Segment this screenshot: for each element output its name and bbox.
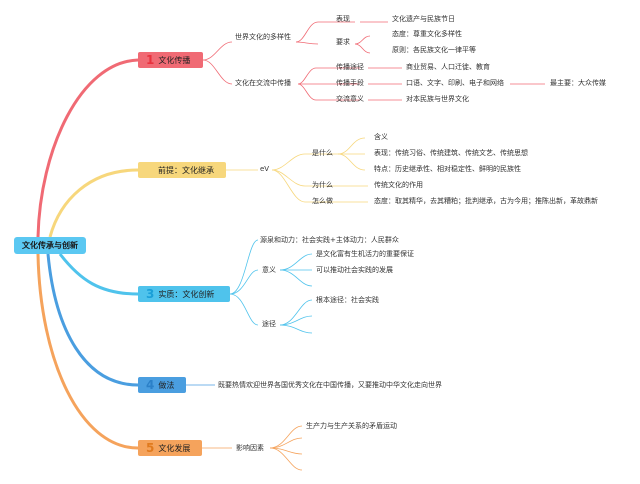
culture-spread-exchange: 文化在交流中传播 bbox=[235, 79, 291, 87]
branch3-label: 实质：文化创新 bbox=[158, 289, 215, 299]
yiyi3-b: 可以推动社会实践的发展 bbox=[316, 266, 393, 274]
yuanquan-text: 源泉和动力：社会实践+主体动力：人民群众 bbox=[260, 236, 399, 244]
link-root-branch2 bbox=[48, 168, 139, 238]
branch5-links bbox=[202, 425, 303, 471]
shenme-label: 是什么 bbox=[312, 149, 333, 157]
branch5-label: 文化发展 bbox=[158, 443, 191, 453]
yaoqiu-yuanze: 原则：各民族文化一律平等 bbox=[392, 46, 476, 54]
link-root-branch4 bbox=[46, 253, 139, 387]
biaoxian-text: 文化遗产与民族节日 bbox=[392, 15, 455, 23]
shenme-tedian: 特点：历史继承性、相对稳定性、鲜明的民族性 bbox=[374, 165, 521, 173]
yaoqiu-label: 要求 bbox=[336, 38, 350, 46]
root-label: 文化传承与创新 bbox=[22, 241, 78, 250]
root-node[interactable]: 文化传承与创新 bbox=[14, 237, 86, 254]
link-root-branch5 bbox=[36, 253, 139, 450]
branch4-number: 4 bbox=[146, 378, 155, 392]
tujing-label: 传播途径 bbox=[336, 63, 364, 71]
zenmeban-text: 态度：取其精华，去其糟粕；批判继承，古为今用；推陈出新，革故鼎新 bbox=[374, 197, 598, 205]
yiyi-label: 交流意义 bbox=[336, 95, 364, 103]
branch1-links bbox=[202, 21, 545, 101]
branch4-label: 做法 bbox=[158, 380, 175, 390]
yinsu-label: 影响因素 bbox=[236, 444, 264, 452]
zenmeban-label: 怎么做 bbox=[312, 197, 333, 205]
branch4-node[interactable]: 4 做法 bbox=[138, 377, 186, 393]
branch5-number: 5 bbox=[146, 441, 155, 455]
yiyi3-a: 是文化富有生机活力的重要保证 bbox=[316, 250, 414, 258]
branch1-number: 1 bbox=[146, 53, 155, 67]
yiyi-text: 对本民族与世界文化 bbox=[406, 95, 469, 103]
shenme-biaoxian: 表现：传统习俗、传统建筑、传统文艺、传统思想 bbox=[374, 149, 528, 157]
branch2-links bbox=[226, 137, 368, 203]
link-root-branch3 bbox=[58, 253, 139, 296]
branch2-mid: eV bbox=[260, 165, 270, 173]
yaoqiu-taidu: 态度：尊重文化多样性 bbox=[392, 30, 462, 38]
shouduan-text: 口语、文字、印刷、电子和网络 bbox=[406, 79, 504, 87]
weishenme-text: 传统文化的作用 bbox=[374, 181, 423, 189]
branch3-links bbox=[229, 239, 313, 334]
world-culture-diversity: 世界文化的多样性 bbox=[235, 33, 291, 41]
branch4-text: 既要热情欢迎世界各国优秀文化在中国传播，又要推动中华文化走向世界 bbox=[218, 381, 442, 389]
shouduan-label: 传播手段 bbox=[336, 79, 364, 87]
weishenme-label: 为什么 bbox=[312, 181, 333, 189]
tujing-text: 商业贸易、人口迁徙、教育 bbox=[406, 63, 490, 71]
branch1-node[interactable]: 1 文化传播 bbox=[138, 52, 203, 68]
branch1-label: 文化传播 bbox=[158, 55, 191, 65]
branch5-node[interactable]: 5 文化发展 bbox=[138, 440, 202, 456]
branch3-number: 3 bbox=[146, 287, 155, 301]
tujing3-a: 根本途径：社会实践 bbox=[316, 296, 379, 304]
link-root-branch1 bbox=[36, 58, 139, 238]
branch2-node[interactable]: 前提：文化继承 bbox=[138, 162, 226, 178]
branch2-label: 前提：文化继承 bbox=[158, 165, 214, 175]
branch3-node[interactable]: 3 实质：文化创新 bbox=[138, 286, 230, 302]
shenme-hanyi: 含义 bbox=[374, 133, 388, 141]
yinsu-a: 生产力与生产关系的矛盾运动 bbox=[306, 422, 397, 430]
biaoxian-label: 表现 bbox=[336, 15, 350, 23]
shouduan-main: 最主要：大众传媒 bbox=[550, 79, 606, 87]
yiyi3-label: 意义 bbox=[262, 266, 276, 274]
tujing3-label: 途径 bbox=[262, 320, 276, 328]
